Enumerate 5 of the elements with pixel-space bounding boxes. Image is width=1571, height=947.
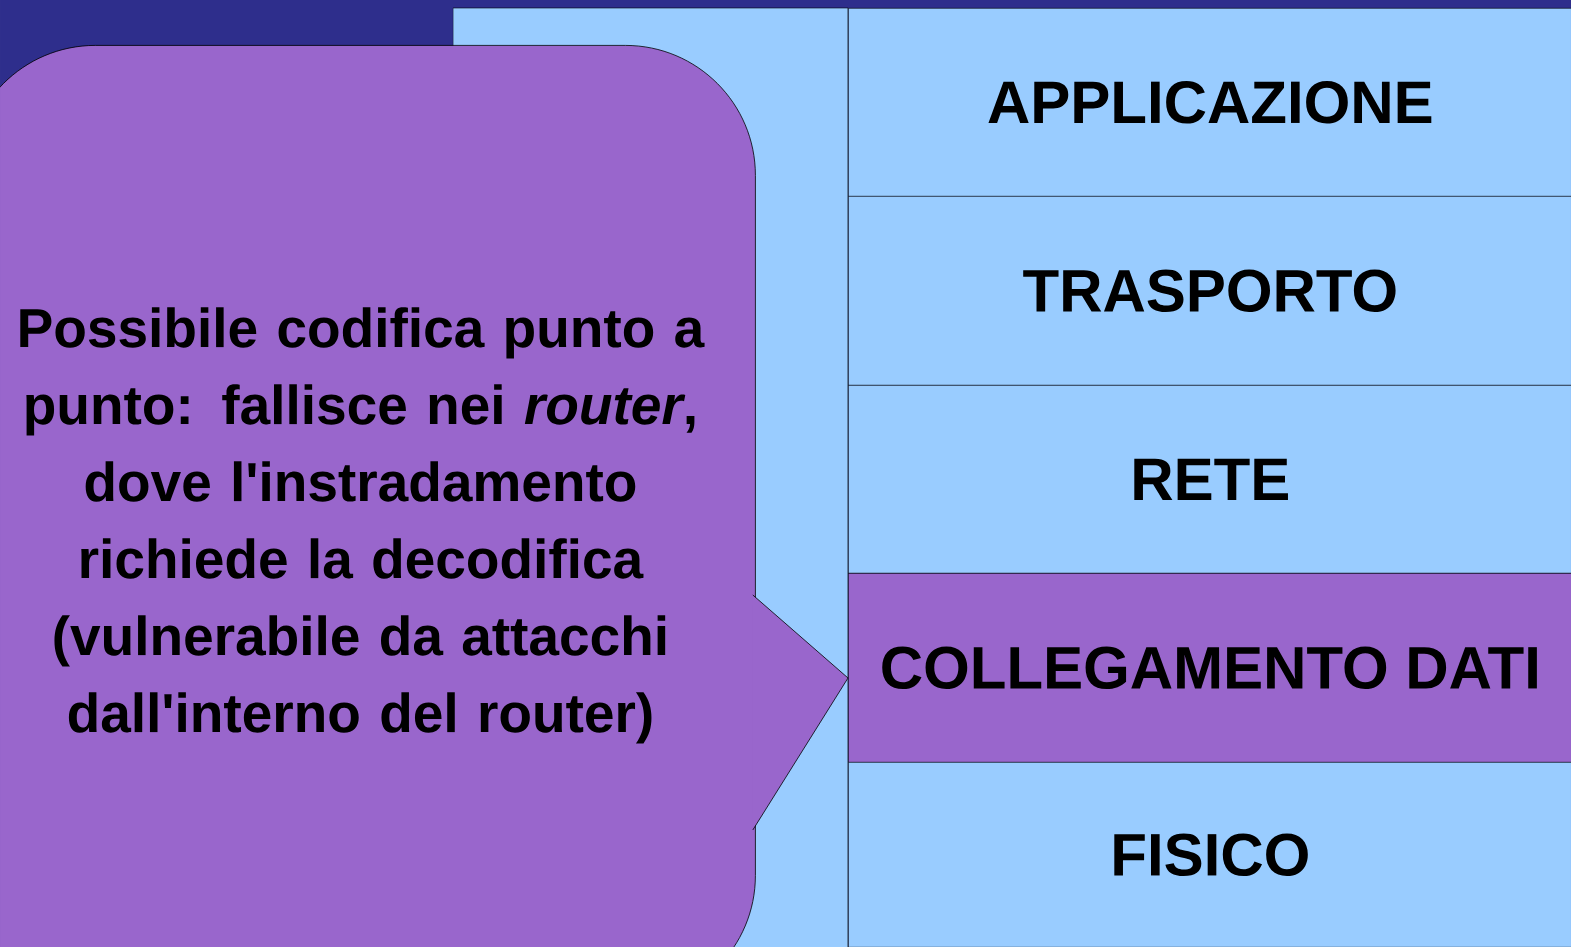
layer-band: TRASPORTO xyxy=(848,196,1571,386)
layer-band: RETE xyxy=(848,385,1571,574)
layer-band: APPLICAZIONE xyxy=(848,8,1571,197)
layer-band: FISICO xyxy=(848,762,1571,947)
callout-bubble: Possibile codifica punto a punto: fallisce nei router, dove l'instradamento richiede la decodifica (vulnerabile da attacchi dall'interno del router) xyxy=(0,45,849,947)
